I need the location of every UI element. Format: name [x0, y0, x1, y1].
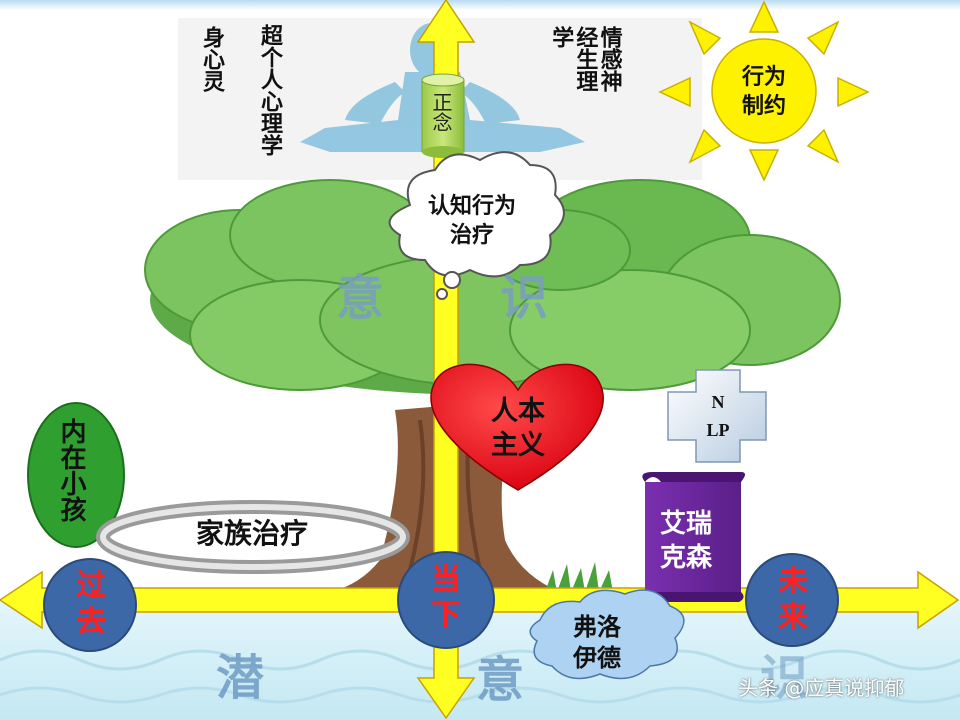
- label-future: 未来: [778, 564, 808, 635]
- label-humanism: 人本主义: [491, 396, 545, 461]
- label-past: 过去: [76, 568, 106, 639]
- cloud-shape: [529, 589, 685, 680]
- label-neuro-text: 情感神经生理学: [548, 26, 622, 92]
- label-nlp-2: LP: [706, 420, 730, 440]
- label-family-therapy: 家族治疗: [196, 517, 309, 550]
- label-cbt: 认知行为治疗: [428, 194, 517, 248]
- label-unconscious-1: 潜: [216, 650, 265, 706]
- wave-line: [0, 686, 960, 704]
- label-unconscious-3: 识: [760, 650, 809, 706]
- future-circle: [745, 553, 839, 647]
- label-transpersonal: 超个人心理学: [257, 24, 282, 156]
- mindfulness-cylinder: [421, 73, 465, 158]
- consciousness-arrow: [416, 0, 476, 720]
- label-conscious-1: 意: [336, 270, 385, 326]
- family-therapy-ring-highlight: [100, 504, 406, 570]
- label-mindfulness: 正念: [429, 92, 453, 132]
- label-nlp-1: N: [711, 392, 725, 412]
- label-behavior: 行为制约: [741, 65, 786, 119]
- label-present: 当下: [431, 562, 461, 633]
- label-erikson: 艾瑞克森: [659, 509, 712, 573]
- watermark: 头条 @应真说抑郁: [738, 676, 905, 700]
- scroll-shape: [637, 472, 745, 602]
- top-gradient-band: [0, 0, 960, 10]
- cross-shape: [667, 369, 767, 463]
- past-circle: [43, 558, 137, 652]
- cloud-shape: [388, 151, 565, 300]
- sun-icon: [658, 0, 870, 182]
- inner-child-oval: [27, 402, 125, 548]
- heart-shape: [430, 363, 604, 491]
- wave-line: [0, 649, 960, 671]
- grass: [545, 562, 613, 592]
- label-freud: 弗洛伊德: [573, 613, 621, 673]
- label-inner-child: 内在小孩: [56, 418, 86, 522]
- label-unconscious-2: 意: [476, 652, 525, 708]
- label-body-mind-spirit: 身心灵: [199, 26, 224, 92]
- label-conscious-2: 识: [500, 270, 549, 326]
- label-neuro-physiology: 情感神经生理学: [548, 26, 621, 126]
- present-circle: [397, 551, 495, 649]
- tree-canopy: [144, 179, 841, 395]
